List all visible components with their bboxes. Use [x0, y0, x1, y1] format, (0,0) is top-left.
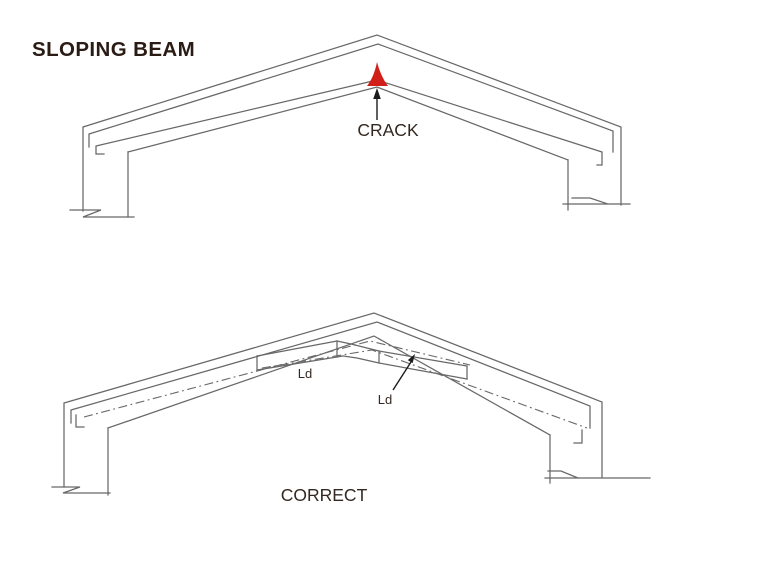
bottom-bar-hook-right: [573, 429, 583, 444]
lap-bar-top-edge: [256, 340, 468, 367]
crack-marker-icon: [367, 62, 388, 86]
soffit-line: [107, 335, 551, 436]
bottom-diagram: Ld Ld CORRECT: [51, 312, 651, 505]
lap-bar-bottom-edge: [256, 355, 468, 380]
soffit-line: [127, 86, 569, 161]
bottom-bar-left: [95, 79, 378, 155]
ld-leader-arrow: [392, 361, 412, 391]
bottom-bar-hook-left: [75, 414, 85, 428]
ground-break-left: [69, 209, 135, 218]
ld-label-right: Ld: [378, 392, 392, 407]
lap-bar-end-ticks: [256, 340, 468, 380]
bar-centerline-left: [83, 340, 471, 418]
page-title: SLOPING BEAM: [32, 38, 195, 61]
correct-caption: CORRECT: [281, 485, 368, 505]
beam-outer-outline: [63, 312, 603, 488]
crack-arrowhead: [373, 88, 381, 99]
ground-break-right: [562, 197, 631, 205]
bottom-bar-right: [376, 79, 603, 166]
top-bar-line: [88, 43, 614, 153]
beam-outer-outline: [82, 34, 622, 212]
ld-leader-arrowhead: [407, 354, 415, 364]
top-diagram: CRACK: [69, 34, 631, 218]
crack-label: CRACK: [357, 120, 419, 140]
top-bar-line: [70, 321, 591, 429]
ground-break-right: [544, 470, 651, 479]
bar-centerline-right: [261, 349, 588, 429]
ld-label-left: Ld: [298, 366, 312, 381]
ground-break-left: [51, 486, 111, 494]
